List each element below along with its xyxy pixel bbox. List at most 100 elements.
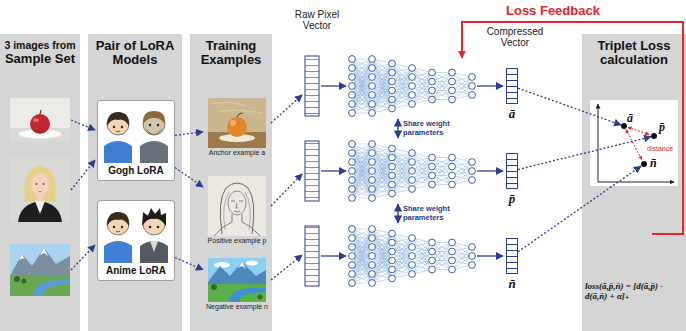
illustration-part: [349, 271, 356, 278]
illustration-part: [10, 244, 70, 296]
illustration-part: [349, 168, 356, 175]
illustration-part: [429, 266, 436, 273]
illustration-part: [409, 244, 416, 251]
illustration-part: [349, 280, 356, 287]
illustration-part: [230, 120, 236, 126]
illustration-part: [369, 159, 376, 166]
illustration-part: [271, 95, 302, 123]
illustration-part: [409, 83, 416, 90]
illustration-part: [389, 190, 396, 197]
illustration-part: [208, 284, 266, 302]
illustration-part: [113, 226, 115, 228]
illustration-part: [429, 181, 436, 188]
illustration-part: [628, 127, 649, 134]
illustration-part: [31, 168, 50, 181]
illustration-part: [449, 163, 456, 170]
illustration-part: [449, 87, 456, 94]
note-label: Share weight parameters: [403, 120, 465, 137]
illustration-part: [449, 181, 456, 188]
illustration-part: [369, 253, 376, 260]
image-caption: Anchor example a: [203, 149, 271, 157]
label-holder: Loss Feedback: [506, 3, 616, 18]
illustration-part: [143, 111, 165, 124]
illustration-part: [107, 112, 129, 126]
illustration-part: [71, 245, 95, 270]
illustration-part: [18, 201, 62, 222]
character-pair-gogh: [104, 111, 168, 163]
illustration-part: [432, 243, 452, 270]
illustration-part: [157, 226, 160, 229]
point-marker: p̄: [651, 133, 657, 139]
flow-arrow: [321, 170, 346, 171]
illustration-part: [432, 158, 452, 185]
illustration-part: [389, 239, 396, 246]
illustration-part: [349, 101, 356, 108]
illustration-part: [369, 177, 376, 184]
illustration-part: [116, 131, 120, 132]
illustration-part: [349, 226, 356, 233]
illustration-part: [409, 92, 416, 99]
illustration-part: [36, 183, 38, 185]
illustration-part: [349, 92, 356, 99]
illustration-part: [369, 235, 376, 242]
label-holder: Share weight parameters: [403, 120, 465, 137]
illustration-part: [349, 110, 356, 117]
illustration-part: [429, 87, 436, 94]
illustration-part: [349, 150, 356, 157]
flow-arrow: [477, 255, 503, 256]
illustration-part: [397, 204, 398, 223]
image-caption: Negative example n: [203, 303, 271, 311]
illustration-part: [116, 231, 120, 232]
illustration-part: [104, 141, 132, 163]
illustration-part: [409, 74, 416, 81]
illustration-part: [349, 141, 356, 148]
sample-image-woman: [10, 158, 70, 222]
flow-arrow: [321, 255, 346, 256]
illustration-part: [432, 73, 452, 100]
illustration-part: [33, 118, 39, 122]
column-label: Raw Pixel Vector: [288, 9, 346, 31]
illustration-part: [389, 257, 396, 264]
illustration-part: [212, 102, 262, 113]
example-image-landscape: [208, 258, 266, 302]
illustration-part: [432, 73, 452, 100]
illustration-part: [409, 235, 416, 242]
illustration-part: [107, 212, 129, 226]
illustration-part: [349, 253, 356, 260]
sample-image-apple: [10, 98, 70, 142]
illustration-part: [369, 271, 376, 278]
illustration-part: [258, 295, 263, 300]
illustration-part: [369, 141, 376, 148]
illustration-part: [369, 150, 376, 157]
compressed-vector: n̄: [506, 238, 518, 274]
sample-arrow: [71, 120, 95, 270]
illustration-part: [389, 60, 396, 67]
feedback-label: Loss Feedback: [506, 3, 616, 18]
illustration-part: [369, 65, 376, 72]
illustration-part: [211, 284, 217, 290]
illustration-part: [121, 226, 123, 228]
panel-box: Pair of LoRA ModelsGogh LoRAAnime LoRA: [88, 34, 182, 331]
illustration-part: [271, 174, 302, 206]
column-label: Compressed Vector: [484, 26, 546, 48]
loss-feedback-arrow: [462, 22, 683, 234]
dotted-arrow: [518, 137, 651, 170]
flow-arrow: [321, 85, 346, 86]
illustration-part: [409, 271, 416, 278]
note-label: Share weight parameters: [403, 205, 465, 222]
loss-formula: loss(ā,p̄,n̄) = [d(ā,p̄) - d(ā,n̄) + α]₊: [585, 281, 683, 301]
illustration-part: [369, 168, 376, 175]
illustration-part: [146, 128, 162, 135]
example-image-sketch: [208, 176, 266, 236]
neural-network: [349, 56, 476, 117]
illustration-part: [409, 262, 416, 269]
illustration-part: [389, 69, 396, 76]
illustration-part: [389, 172, 396, 179]
illustration-part: [626, 130, 642, 160]
illustration-part: [208, 98, 266, 148]
illustration-part: [369, 92, 376, 99]
dotted-arrow: [175, 257, 203, 269]
dotted-arrow: [518, 88, 621, 125]
raw-pixel-vector: [305, 141, 319, 201]
